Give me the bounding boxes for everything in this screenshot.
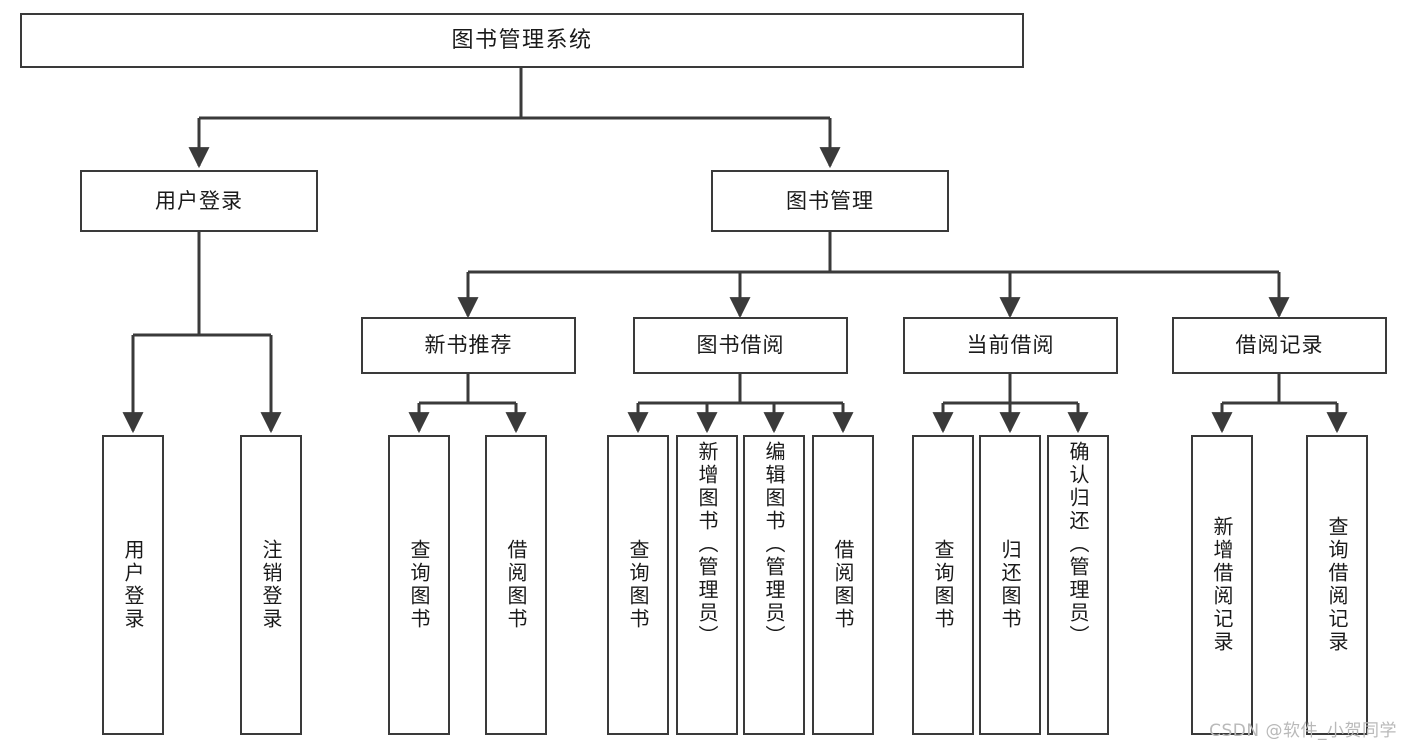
leaf-logout-login[interactable]: 注销登录: [240, 435, 302, 735]
csdn-watermark: CSDN @软件_小贺同学: [1209, 721, 1397, 741]
leaf-query-borrow-record[interactable]: 查询借阅记录: [1306, 435, 1368, 735]
node-label: 编辑图书（管理员）: [762, 441, 786, 648]
node-label: 新增借阅记录: [1210, 516, 1234, 654]
leaf-borrow-book-recommend[interactable]: 借阅图书: [485, 435, 547, 735]
node-book-management[interactable]: 图书管理: [711, 170, 949, 232]
node-label: 查询图书: [931, 539, 955, 631]
node-label: 查询图书: [626, 539, 650, 631]
node-label: 归还图书: [998, 539, 1022, 631]
node-label: 确认归还（管理员）: [1066, 441, 1090, 648]
node-book-borrow[interactable]: 图书借阅: [633, 317, 848, 374]
node-label: 用户登录: [155, 188, 243, 213]
node-label: 借阅记录: [1235, 333, 1324, 358]
node-label: 用户登录: [121, 539, 145, 631]
leaf-query-book-current[interactable]: 查询图书: [912, 435, 974, 735]
leaf-query-book-borrow[interactable]: 查询图书: [607, 435, 669, 735]
leaf-add-borrow-record[interactable]: 新增借阅记录: [1191, 435, 1253, 735]
node-label: 图书管理系统: [451, 27, 593, 53]
node-label: 查询借阅记录: [1325, 516, 1349, 654]
node-label: 新增图书（管理员）: [695, 441, 719, 648]
node-label: 图书管理: [786, 188, 874, 213]
node-label: 图书借阅: [696, 333, 785, 358]
node-label: 查询图书: [407, 539, 431, 631]
leaf-borrow-book-borrow[interactable]: 借阅图书: [812, 435, 874, 735]
node-borrow-record[interactable]: 借阅记录: [1172, 317, 1387, 374]
node-label: 借阅图书: [831, 539, 855, 631]
node-label: 注销登录: [259, 539, 283, 631]
leaf-user-login[interactable]: 用户登录: [102, 435, 164, 735]
leaf-return-book[interactable]: 归还图书: [979, 435, 1041, 735]
leaf-edit-book-admin[interactable]: 编辑图书（管理员）: [743, 435, 805, 735]
leaf-add-book-admin[interactable]: 新增图书（管理员）: [676, 435, 738, 735]
leaf-query-book-recommend[interactable]: 查询图书: [388, 435, 450, 735]
node-new-book-recommend[interactable]: 新书推荐: [361, 317, 576, 374]
node-current-borrow[interactable]: 当前借阅: [903, 317, 1118, 374]
node-label: 当前借阅: [966, 333, 1055, 358]
node-root-book-management-system[interactable]: 图书管理系统: [20, 13, 1024, 68]
node-label: 新书推荐: [424, 333, 513, 358]
leaf-confirm-return-admin[interactable]: 确认归还（管理员）: [1047, 435, 1109, 735]
node-user-login[interactable]: 用户登录: [80, 170, 318, 232]
node-label: 借阅图书: [504, 539, 528, 631]
